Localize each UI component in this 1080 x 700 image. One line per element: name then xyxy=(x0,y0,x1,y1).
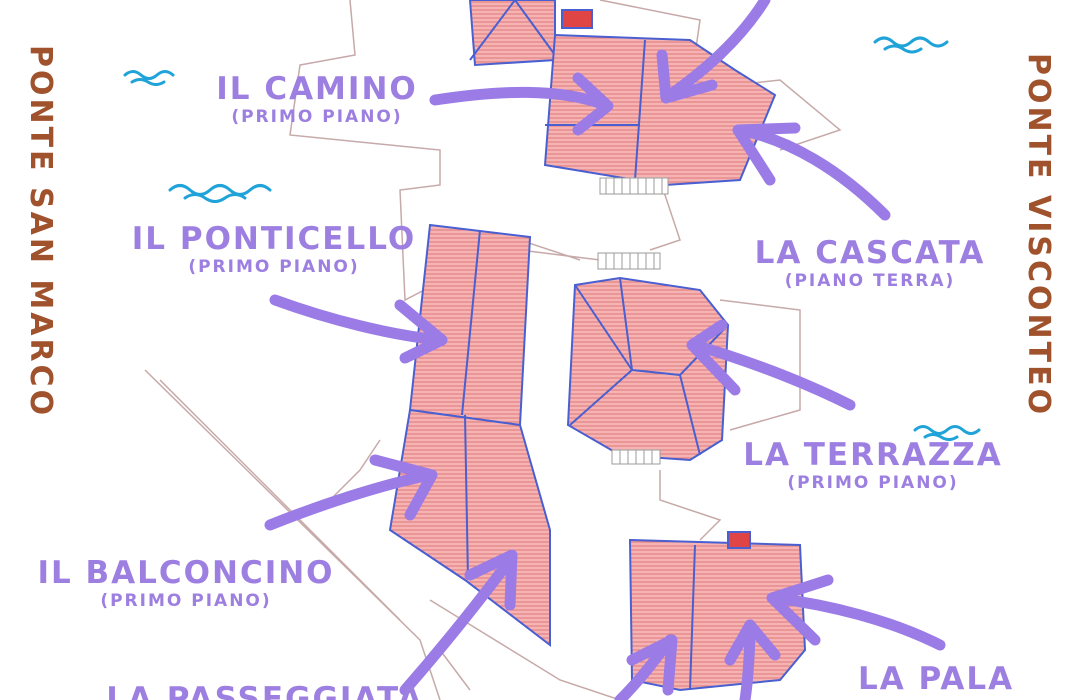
arrow-icon xyxy=(732,122,891,221)
room-name: LA PASSEGGIATA xyxy=(106,681,424,700)
arrow-icon xyxy=(429,72,614,136)
room-floor: (PRIMO PIANO) xyxy=(787,473,959,493)
room-name: IL CAMINO xyxy=(216,71,418,107)
bridge-label-right: PONTE VISCONTEO xyxy=(1021,53,1056,418)
room-label-cascata: LA CASCATA (PIANO TERRA) xyxy=(742,238,998,290)
arrow-icon xyxy=(656,0,771,104)
room-label-passeggiata: LA PASSEGGIATA xyxy=(100,684,430,700)
arrow-icon xyxy=(614,634,678,700)
arrow-icon xyxy=(264,454,438,531)
roof-camino-cascata xyxy=(543,33,777,187)
room-floor: (PRIMO PIANO) xyxy=(231,107,403,127)
arrow-icon xyxy=(269,294,448,364)
room-floor: (PRIMO PIANO) xyxy=(188,257,360,277)
bridge-label-left: PONTE SAN MARCO xyxy=(23,45,58,419)
window-strip-lines xyxy=(605,178,663,464)
roof-terrazza xyxy=(566,276,730,462)
room-label-camino: IL CAMINO (PRIMO PIANO) xyxy=(212,74,422,126)
arrow-icon xyxy=(766,574,946,651)
wave-icon xyxy=(913,425,981,441)
wave-icon xyxy=(168,184,272,203)
room-label-pala: LA PALA xyxy=(858,661,1015,697)
room-label-balconcino: IL BALCONCINO (PRIMO PIANO) xyxy=(36,558,336,610)
arrow-icon xyxy=(724,619,781,700)
room-name: LA CASCATA xyxy=(754,235,986,271)
room-floor: (PIANO TERRA) xyxy=(784,271,956,291)
arrow-icon xyxy=(399,549,518,696)
room-label-ponticello: IL PONTICELLO (PRIMO PIANO) xyxy=(115,224,433,276)
wave-icon xyxy=(873,36,949,54)
room-name: IL PONTICELLO xyxy=(131,221,417,257)
wave-icon xyxy=(123,70,175,86)
room-label-terrazza: LA TERRAZZA (PRIMO PIANO) xyxy=(740,440,1006,492)
arrow-icon xyxy=(686,319,856,411)
room-floor: (PRIMO PIANO) xyxy=(100,591,272,611)
room-name: LA TERRAZZA xyxy=(743,437,1003,473)
room-name: LA PALA xyxy=(858,661,1015,697)
room-name: IL BALCONCINO xyxy=(37,555,335,591)
